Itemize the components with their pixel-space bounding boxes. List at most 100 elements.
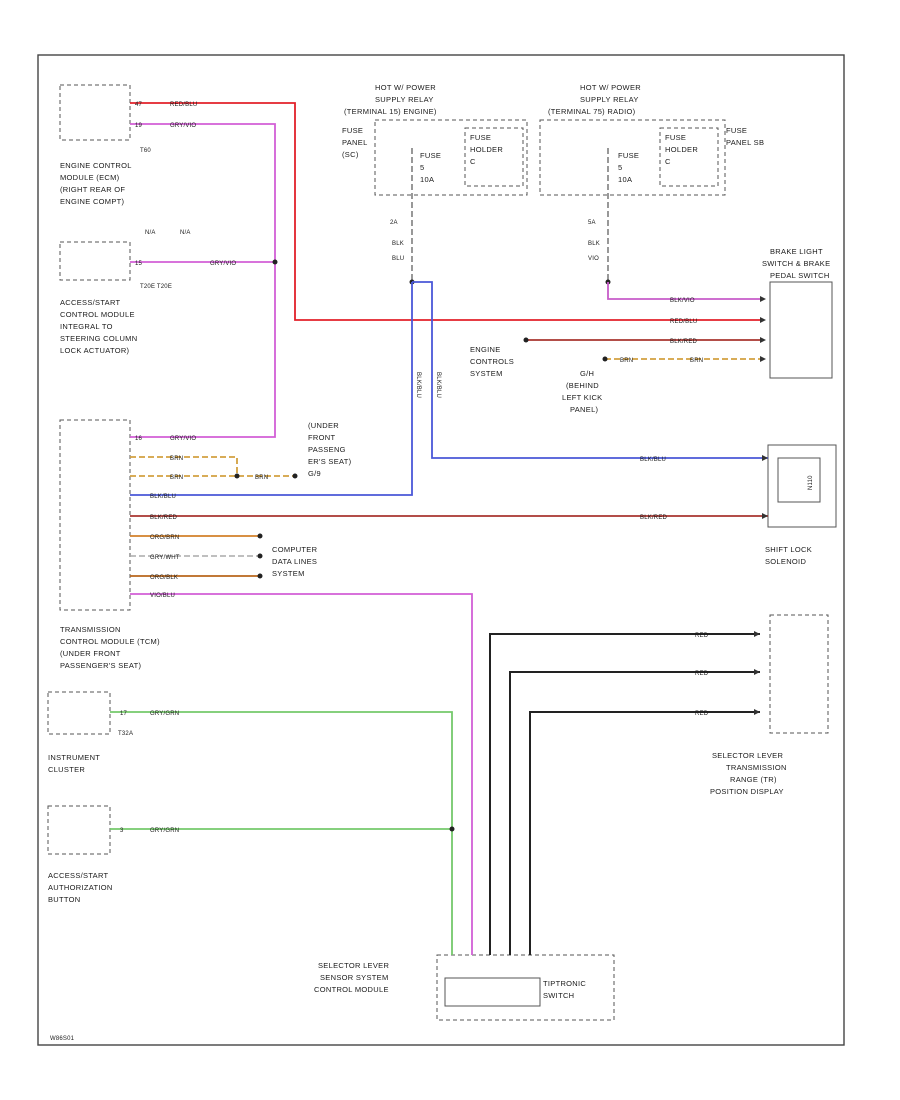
label-brake-red: RED/BLU	[670, 319, 697, 325]
label-tcm-brn-gnd: BRN	[255, 475, 268, 481]
engine-controls-system: ENGINE CONTROLS SYSTEM	[470, 345, 514, 378]
diagram-frame	[37, 54, 845, 1046]
svg-text:10A: 10A	[618, 175, 632, 184]
wire-tcm-brn1	[130, 456, 238, 476]
splice-engine	[523, 337, 529, 343]
svg-text:BRAKE LIGHT: BRAKE LIGHT	[770, 247, 823, 256]
instrument-cluster: T32A INSTRUMENT CLUSTER	[47, 691, 133, 774]
svg-text:(TERMINAL 75) RADIO): (TERMINAL 75) RADIO)	[548, 107, 636, 116]
wire-tcm-violet	[130, 593, 473, 955]
svg-text:FUSE: FUSE	[618, 151, 639, 160]
pin-ab: 3	[120, 828, 124, 834]
svg-text:(RIGHT REAR OF: (RIGHT REAR OF	[60, 185, 125, 194]
wire-right-violet	[607, 282, 760, 300]
svg-text:CONTROL MODULE (TCM): CONTROL MODULE (TCM)	[60, 637, 160, 646]
label-ecm-red: RED/BLU	[170, 102, 197, 108]
svg-text:VIO: VIO	[588, 256, 599, 262]
svg-text:T32A: T32A	[118, 731, 133, 737]
splice-tcm-brn	[234, 473, 240, 479]
svg-text:PANEL): PANEL)	[570, 405, 599, 414]
svg-text:HOT W/ POWER: HOT W/ POWER	[580, 83, 641, 92]
svg-text:CLUSTER: CLUSTER	[48, 765, 85, 774]
svg-text:5: 5	[420, 163, 424, 172]
svg-text:ACCESS/START: ACCESS/START	[60, 298, 121, 307]
under-seat-ground: (UNDER FRONT PASSENG ER'S SEAT) G/9	[308, 421, 352, 478]
svg-text:HOT W/ POWER: HOT W/ POWER	[375, 83, 436, 92]
svg-text:SHIFT LOCK: SHIFT LOCK	[765, 545, 812, 554]
label-tcm-blu: BLK/BLU	[150, 494, 176, 500]
svg-text:BLK: BLK	[588, 241, 600, 247]
svg-text:BLK: BLK	[392, 241, 404, 247]
svg-text:STEERING COLUMN: STEERING COLUMN	[60, 334, 137, 343]
svg-text:(UNDER: (UNDER	[308, 421, 339, 430]
wire-blue-tcm	[130, 282, 413, 496]
splice-data3	[257, 573, 263, 579]
label-tcm-brn1: BRN	[170, 456, 183, 462]
svg-text:DATA LINES: DATA LINES	[272, 557, 317, 566]
svg-text:10A: 10A	[420, 175, 434, 184]
svg-text:SYSTEM: SYSTEM	[470, 369, 503, 378]
svg-text:AUTHORIZATION: AUTHORIZATION	[48, 883, 113, 892]
label-shift-blu: BLK/BLU	[640, 457, 666, 463]
svg-text:PEDAL SWITCH: PEDAL SWITCH	[770, 271, 830, 280]
svg-text:T20E T20E: T20E T20E	[140, 284, 172, 290]
svg-text:TIPTRONIC: TIPTRONIC	[543, 979, 586, 988]
label-tcm-org1: ORG/BRN	[150, 535, 179, 541]
pin-acc: 15	[135, 261, 143, 267]
svg-text:N/A: N/A	[145, 230, 156, 236]
wire-blue-shift	[412, 281, 768, 459]
label-tcm-gry-wht: GRY/WHT	[150, 555, 180, 561]
diagram-code: W86S01	[50, 1036, 75, 1042]
label-disp1: RED	[695, 633, 709, 639]
svg-text:SWITCH & BRAKE: SWITCH & BRAKE	[762, 259, 830, 268]
pin-tcm1: 16	[135, 436, 143, 442]
wire-ecm-red	[130, 102, 760, 321]
svg-text:SUPPLY RELAY: SUPPLY RELAY	[580, 95, 639, 104]
splice-ground	[602, 356, 608, 362]
label-shift-red: BLK/RED	[640, 515, 668, 521]
svg-text:CONTROLS: CONTROLS	[470, 357, 514, 366]
svg-text:ENGINE: ENGINE	[470, 345, 501, 354]
label-ecm-violet: GRY/VIO	[170, 123, 196, 129]
svg-text:N/A: N/A	[180, 230, 191, 236]
svg-text:TRANSMISSION: TRANSMISSION	[60, 625, 121, 634]
svg-text:RANGE (TR): RANGE (TR)	[730, 775, 777, 784]
brake-light-switch: BRAKE LIGHT SWITCH & BRAKE PEDAL SWITCH	[762, 247, 833, 379]
power-relay-left: HOT W/ POWER SUPPLY RELAY (TERMINAL 15) …	[342, 83, 528, 262]
tcm-component: TRANSMISSION CONTROL MODULE (TCM) (UNDER…	[59, 419, 160, 670]
pin-ecm2: 19	[135, 123, 143, 129]
wire-ic-green	[110, 711, 453, 955]
splice-data1	[257, 533, 263, 539]
svg-text:ENGINE COMPT): ENGINE COMPT)	[60, 197, 125, 206]
ground-tcm	[292, 473, 298, 479]
svg-text:SENSOR SYSTEM: SENSOR SYSTEM	[320, 973, 389, 982]
svg-text:COMPUTER: COMPUTER	[272, 545, 318, 554]
svg-text:LOCK ACTUATOR): LOCK ACTUATOR)	[60, 346, 130, 355]
svg-text:BUTTON: BUTTON	[48, 895, 81, 904]
label-brake-brn: BRN	[690, 358, 703, 364]
power-relay-right: HOT W/ POWER SUPPLY RELAY (TERMINAL 75) …	[539, 83, 764, 262]
svg-text:SWITCH: SWITCH	[543, 991, 574, 1000]
svg-text:(SC): (SC)	[342, 150, 359, 159]
pin-ic: 17	[120, 711, 128, 717]
svg-text:2A: 2A	[390, 220, 398, 226]
splice-acc	[272, 259, 278, 265]
svg-text:SOLENOID: SOLENOID	[765, 557, 806, 566]
selector-sensor-module: SELECTOR LEVER SENSOR SYSTEM CONTROL MOD…	[314, 954, 615, 1021]
svg-text:SELECTOR LEVER: SELECTOR LEVER	[712, 751, 783, 760]
authorization-button: ACCESS/START AUTHORIZATION BUTTON	[47, 805, 113, 904]
svg-text:MODULE (ECM): MODULE (ECM)	[60, 173, 120, 182]
label-tcm-vio: VIO/BLU	[150, 593, 175, 599]
ground-location: G/H (BEHIND LEFT KICK PANEL)	[562, 369, 602, 414]
svg-text:(TERMINAL 15) ENGINE): (TERMINAL 15) ENGINE)	[344, 107, 437, 116]
wire-display-3	[529, 711, 760, 955]
svg-text:ACCESS/START: ACCESS/START	[48, 871, 109, 880]
svg-text:SELECTOR LEVER: SELECTOR LEVER	[318, 961, 389, 970]
computer-data-lines: COMPUTER DATA LINES SYSTEM	[272, 545, 318, 578]
label-acc-gray: GRY/VIO	[210, 261, 236, 267]
svg-text:ER'S SEAT): ER'S SEAT)	[308, 457, 352, 466]
svg-text:G/H: G/H	[580, 369, 594, 378]
svg-text:INTEGRAL TO: INTEGRAL TO	[60, 322, 113, 331]
svg-text:FUSE: FUSE	[470, 133, 491, 142]
